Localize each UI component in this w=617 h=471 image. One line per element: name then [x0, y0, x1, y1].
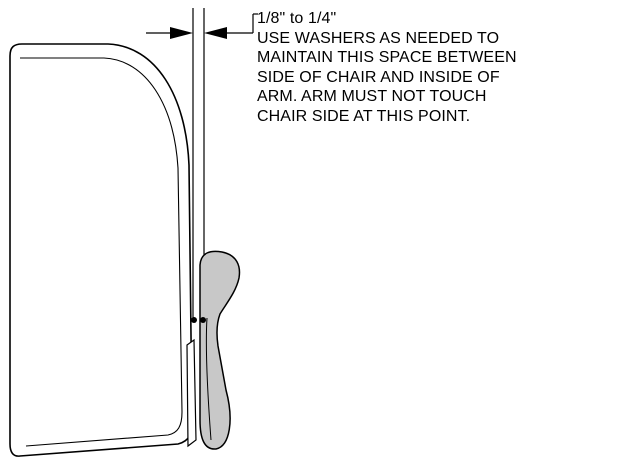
arm-contact-dot [200, 317, 206, 323]
callout-line-5: CHAIR SIDE AT THIS POINT. [257, 107, 471, 125]
right-dimension-arrowhead [204, 27, 227, 39]
left-dimension-arrowhead [170, 27, 193, 39]
spacing-measurement: 1/8" to 1/4" [257, 10, 337, 27]
chair-side-inner-contour [20, 57, 183, 447]
callout-line-2: MAINTAIN THIS SPACE BETWEEN [257, 49, 517, 66]
callout-line-1: USE WASHERS AS NEEDED TO [257, 29, 500, 47]
chair-bottom-bracket [186, 338, 197, 448]
spacing-callout: 1/8" to 1/4" USE WASHERS AS NEEDED TO MA… [257, 9, 612, 126]
callout-line-4: ARM. ARM MUST NOT TOUCH [257, 88, 487, 105]
arm-gray-shape [199, 250, 241, 450]
chair-side-contact-dot [191, 317, 197, 323]
callout-line-3: SIDE OF CHAIR AND INSIDE OF [257, 68, 500, 86]
arm-inner-detail [205, 317, 212, 441]
chair-side-outline [9, 43, 193, 457]
